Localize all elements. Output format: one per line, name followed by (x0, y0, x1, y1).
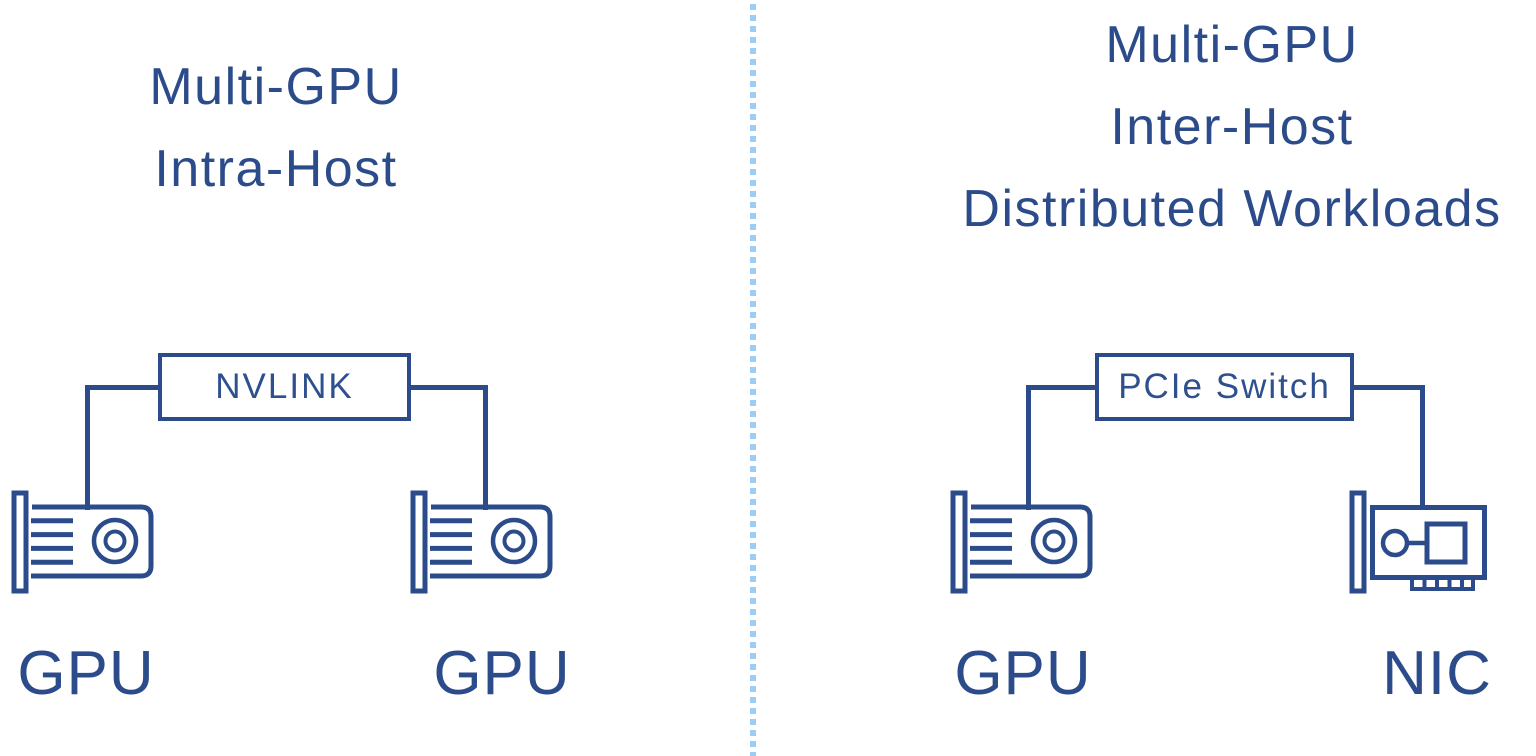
nic-label: NIC (1382, 639, 1492, 708)
gpu-label: GPU (433, 639, 571, 708)
connector-line (1026, 385, 1031, 510)
right-title-line-2: Inter-Host (1110, 98, 1354, 156)
gpu-card-icon (950, 490, 1095, 594)
gpu-card-icon (410, 490, 555, 594)
gpu-label: GPU (954, 639, 1092, 708)
right-title-line-3: Distributed Workloads (962, 180, 1502, 238)
connector-line (85, 385, 90, 510)
connector-line (409, 385, 488, 390)
connector-line (483, 385, 488, 510)
left-title-line-1: Multi-GPU (149, 58, 403, 116)
panel-divider (750, 4, 756, 756)
gpu-label: GPU (17, 639, 155, 708)
right-title-line-1: Multi-GPU (1105, 16, 1359, 74)
gpu-card-icon (11, 490, 156, 594)
connector-line (85, 385, 160, 390)
left-title-line-2: Intra-Host (154, 140, 398, 198)
connector-line (1352, 385, 1425, 390)
pcie-switch-box-label: PCIe Switch (1118, 367, 1331, 406)
nvlink-box-label: NVLINK (215, 367, 354, 406)
connector-line (1420, 385, 1425, 508)
right-panel-title: Multi-GPU Inter-Host Distributed Workloa… (932, 4, 1532, 250)
nic-card-icon (1349, 490, 1491, 596)
connector-line (1026, 385, 1097, 390)
left-panel-title: Multi-GPU Intra-Host (56, 46, 496, 210)
pcie-switch-box: PCIe Switch (1095, 353, 1354, 421)
nvlink-box: NVLINK (158, 353, 411, 421)
